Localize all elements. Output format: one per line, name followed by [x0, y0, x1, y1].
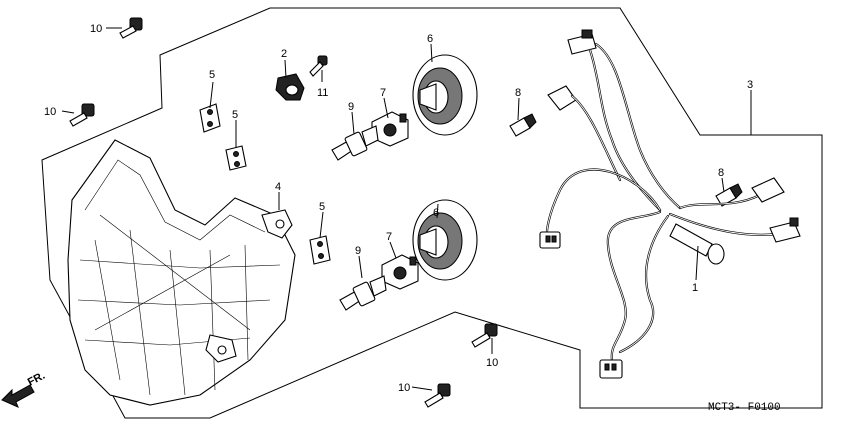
callout-1: 1: [692, 282, 698, 294]
callout-10-lower-mid: 10: [486, 357, 498, 369]
bulb-upper: [331, 125, 379, 161]
callout-6-upper: 6: [427, 33, 433, 45]
callout-2: 2: [281, 48, 287, 60]
callout-10-top-left: 10: [90, 23, 102, 35]
socket-lower: [381, 254, 419, 290]
bulb-lower: [339, 275, 387, 311]
callout-8-lower: 8: [718, 167, 724, 179]
callout-7-lower: 7: [386, 231, 392, 243]
front-label: FR.: [26, 370, 47, 389]
grommet-lower: [309, 235, 331, 265]
bolt-lower-mid: [471, 323, 498, 348]
screw-part: [309, 55, 328, 77]
bolt-top-left: [119, 17, 143, 39]
grommet-middle: [225, 145, 247, 171]
callout-4: 4: [275, 181, 281, 193]
callout-9-lower: 9: [355, 245, 361, 257]
callout-10-left: 10: [44, 106, 56, 118]
callout-5-upper: 5: [209, 69, 215, 81]
callout-10-bottom: 10: [398, 382, 410, 394]
position-bulb-lower: [715, 183, 743, 207]
callout-8-upper: 8: [515, 87, 521, 99]
dust-cover-upper: [412, 54, 478, 136]
position-bulb-upper: [509, 113, 537, 137]
callout-7-upper: 7: [380, 87, 386, 99]
headlight-unit: [67, 139, 296, 406]
front-direction-marker: FR.: [1, 370, 47, 408]
callout-9-upper: 9: [348, 101, 354, 113]
dust-cover-lower: [412, 199, 478, 281]
callout-5-middle: 5: [232, 109, 238, 121]
wire-harness: [539, 29, 801, 249]
diagram-code: MCT3- F0100: [708, 402, 781, 414]
bolt-left: [69, 103, 95, 127]
callout-11: 11: [317, 87, 328, 99]
leader-lines: [61, 27, 752, 391]
callout-3: 3: [747, 79, 753, 91]
clip-part: [275, 73, 305, 101]
front-arrow-icon: [1, 384, 35, 408]
bolt-bottom: [424, 383, 451, 408]
callout-5-lower: 5: [319, 201, 325, 213]
callout-6-lower: 6: [433, 207, 439, 219]
assembly-boundary: [41, 7, 823, 419]
grommet-upper: [199, 103, 221, 133]
sub-harness: [599, 210, 725, 379]
